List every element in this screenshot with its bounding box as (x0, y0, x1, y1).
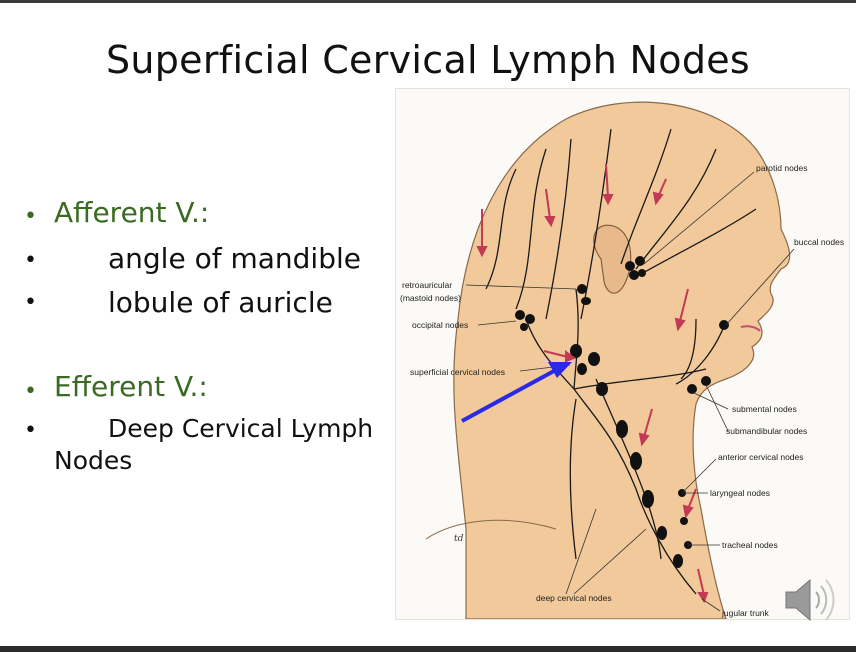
ear-shape (593, 224, 632, 294)
bullet-efferent: Efferent V.: (54, 370, 208, 403)
label-occipital: occipital nodes (412, 320, 468, 330)
bullet-deep-cervical: Deep Cervical Lymph (108, 414, 374, 443)
bullet-dot: • (24, 418, 37, 443)
flow-arrows (476, 163, 709, 604)
bullet-deep-cervical-cont: Nodes (54, 446, 133, 475)
label-parotid: parotid nodes (756, 163, 808, 173)
lymph-nodes (515, 256, 729, 568)
label-retroauricular: retroauricular (402, 280, 452, 290)
label-superficial-cervical: superficial cervical nodes (410, 367, 505, 377)
bullet-dot: • (24, 290, 37, 315)
bullet-afferent: Afferent V.: (54, 196, 210, 229)
label-jugular-trunk: jugular trunk (721, 608, 770, 618)
label-mastoid: (mastoid nodes) (400, 293, 461, 303)
bottom-border (0, 646, 856, 652)
bullet-lobule-of-auricle: lobule of auricle (108, 286, 333, 319)
head-neck-illustration: parotid nodes buccal nodes retroauricula… (400, 101, 844, 619)
label-laryngeal: laryngeal nodes (710, 488, 770, 498)
head-silhouette (453, 101, 791, 619)
label-tracheal: tracheal nodes (722, 540, 778, 550)
lymph-vessels (485, 128, 757, 595)
top-border (0, 0, 856, 3)
slide-title: Superficial Cervical Lymph Nodes (105, 38, 751, 82)
anatomy-figure: parotid nodes buccal nodes retroauricula… (395, 88, 850, 620)
bullet-dot: • (24, 204, 37, 229)
label-deep-cervical: deep cervical nodes (536, 593, 612, 603)
label-submandibular: submandibular nodes (726, 426, 807, 436)
artist-signature: td (454, 534, 464, 544)
label-submental: submental nodes (732, 404, 797, 414)
bullet-dot: • (24, 248, 37, 273)
bullet-dot: • (24, 379, 37, 404)
label-buccal: buccal nodes (794, 237, 844, 247)
speaker-icon[interactable] (782, 574, 840, 626)
label-anterior-cervical: anterior cervical nodes (718, 452, 804, 462)
bullet-angle-of-mandible: angle of mandible (108, 242, 361, 275)
